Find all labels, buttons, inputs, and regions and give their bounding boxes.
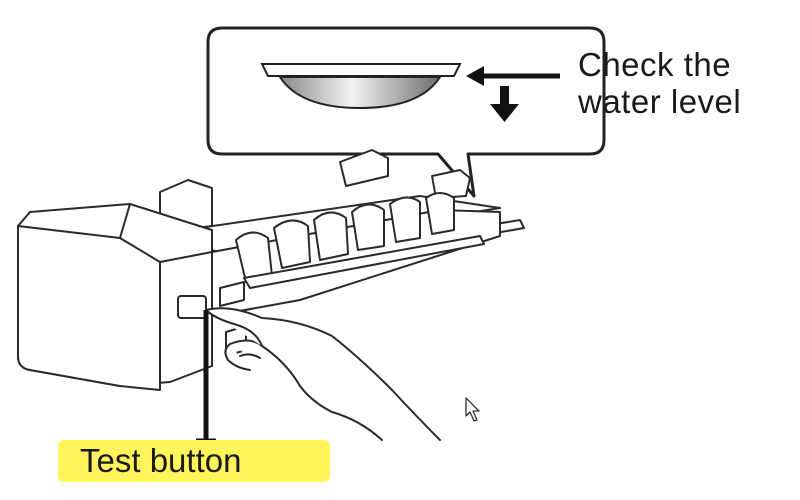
ice-maker-unit [17, 149, 525, 391]
left-arrow-icon [466, 66, 560, 86]
mouse-pointer-icon [465, 397, 480, 422]
test-button-label-text: Test button [80, 442, 242, 479]
callout-text: Check the water level [578, 46, 741, 120]
callout-line-1: Check the [578, 46, 732, 83]
hand-illustration [205, 307, 441, 441]
tray-cross-section [260, 63, 462, 110]
magnified-callout [206, 26, 606, 198]
callout-line-2: water level [578, 83, 742, 120]
test-button-label: Test button [58, 440, 330, 482]
down-arrow-icon [490, 86, 519, 122]
